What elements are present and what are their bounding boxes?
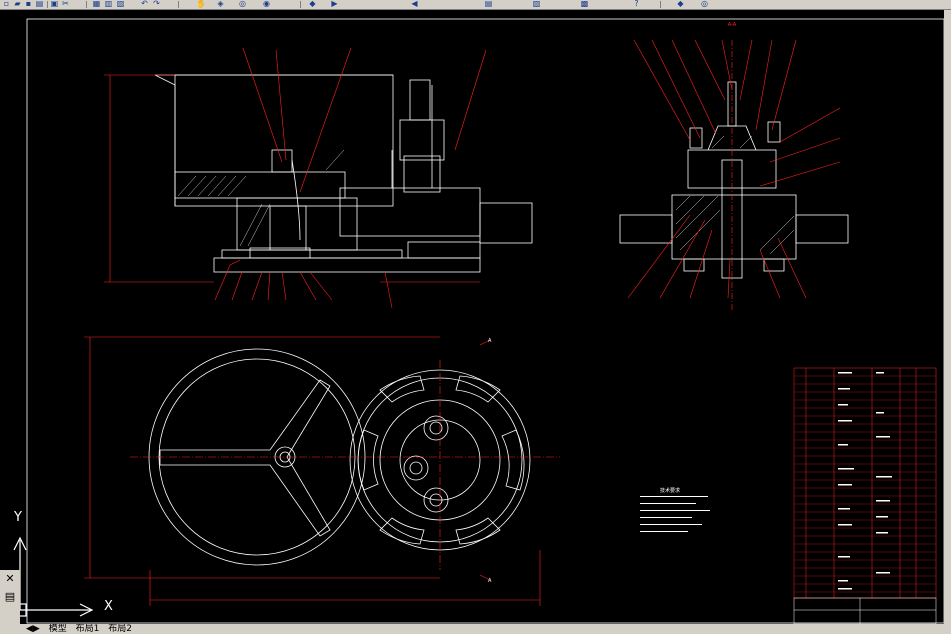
open-icon[interactable]: ▰ [14, 0, 21, 8]
ucs-y-label: Y [14, 510, 22, 525]
vertical-scrollbar[interactable] [944, 10, 951, 634]
layout-tabs: ◀▶ 模型 布局1 布局2 [20, 624, 944, 634]
parts-list [793, 367, 937, 624]
toolbar-separator [178, 1, 179, 8]
markup-icon[interactable]: ▧ [532, 0, 541, 8]
ucs-icon [13, 536, 94, 617]
top-view-slots [357, 375, 525, 545]
sheet-set-icon[interactable]: ▤ [484, 0, 493, 8]
pan-icon[interactable]: ✋ [196, 0, 206, 8]
tech-requirements: 技术要求 [640, 487, 710, 532]
parts-list-text-marks [838, 372, 892, 590]
front-view-hatch [177, 149, 345, 247]
view-marker-a-top: A [488, 338, 492, 344]
nav-arrows-icon[interactable]: ◀▶ [26, 624, 40, 634]
drawing-canvas[interactable]: A-A A A 技术要求 [0, 10, 944, 624]
toolbar-separator [300, 1, 301, 8]
properties-icon[interactable]: ◆ [309, 0, 316, 8]
tab-layout1[interactable]: 布局1 [75, 624, 100, 634]
tab-model[interactable]: 模型 [48, 624, 67, 634]
layer-state-icon[interactable]: ◎ [701, 0, 708, 8]
new-icon[interactable]: ▫ [3, 0, 10, 8]
design-center-icon[interactable]: ▶ [331, 0, 338, 8]
ucs-x-label: X [104, 599, 113, 614]
zoom-window-icon[interactable]: ◎ [239, 0, 246, 8]
toolbar-separator [660, 1, 661, 8]
tab-layout2[interactable]: 布局2 [108, 624, 132, 634]
toolbar-separator [86, 1, 87, 8]
tech-req-title: 技术要求 [660, 487, 680, 494]
standard-toolbar: ▫ ▰ ▪ ▤ ▣ ✂ ▦ ▥ ▨ ↶ ↷ ✋ ◈ ◎ ◉ ◆ ▶ ◀ ▤ ▧ … [0, 0, 951, 10]
help-icon[interactable]: ? [634, 0, 639, 8]
section-view-leaders [627, 39, 841, 310]
properties-icon[interactable]: ▤ [4, 590, 16, 603]
section-view-hatch [675, 135, 795, 255]
redo-icon[interactable]: ↷ [153, 0, 160, 8]
layer-icon[interactable]: ◆ [677, 0, 684, 8]
save-icon[interactable]: ▪ [25, 0, 32, 8]
zoom-prev-icon[interactable]: ◉ [263, 0, 270, 8]
parts-list-rows [794, 375, 936, 593]
front-view [154, 74, 533, 273]
paste-icon[interactable]: ▥ [104, 0, 113, 8]
match-icon[interactable]: ▨ [116, 0, 125, 8]
print-icon[interactable]: ▤ [35, 0, 44, 8]
close-icon[interactable]: ✕ [5, 572, 15, 585]
copy-icon[interactable]: ▦ [92, 0, 101, 8]
view-marker-a-bottom: A [488, 578, 492, 584]
zoom-icon[interactable]: ◈ [217, 0, 224, 8]
top-view-dimensions [84, 336, 560, 606]
cut-icon[interactable]: ✂ [62, 0, 69, 8]
preview-icon[interactable]: ▣ [50, 0, 59, 8]
section-label: A-A [728, 22, 737, 28]
floating-palette: ✕ ▤ [0, 570, 20, 634]
front-view-dimension [104, 47, 487, 309]
calc-icon[interactable]: ▩ [580, 0, 589, 8]
tool-palette-icon[interactable]: ◀ [411, 0, 418, 8]
undo-icon[interactable]: ↶ [141, 0, 148, 8]
toolbar-separator [47, 1, 48, 8]
